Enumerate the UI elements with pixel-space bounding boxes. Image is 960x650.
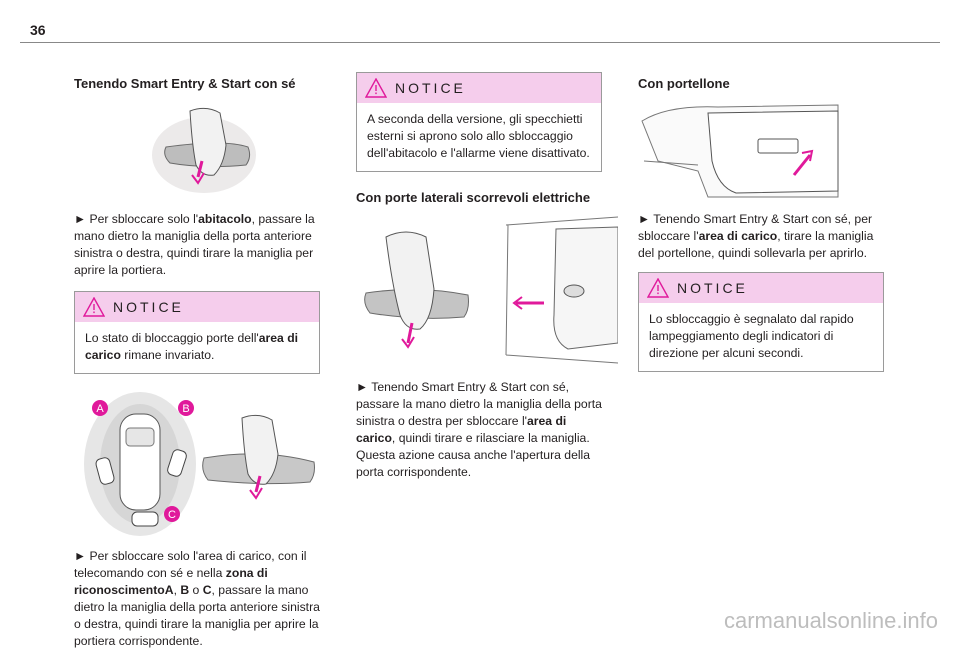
bold-run: area di carico <box>356 414 567 445</box>
notice-text: A seconda della versione, gli specchiett… <box>357 103 601 171</box>
instruction-tailgate: ► Tenendo Smart Entry & Start con sé, pe… <box>638 211 884 262</box>
warning-triangle-icon <box>83 297 105 317</box>
text-run: , <box>173 583 181 597</box>
notice-label: NOTICE <box>395 80 466 96</box>
column-1: Tenendo Smart Entry & Start con sé ► Per… <box>74 60 320 650</box>
text-run: A seconda della versione, gli specchiett… <box>367 112 590 160</box>
section-heading: Tenendo Smart Entry & Start con sé <box>74 76 296 91</box>
notice-header: NOTICE <box>75 292 319 322</box>
notice-box: NOTICE Lo stato di bloccaggio porte dell… <box>74 291 320 374</box>
column-2: NOTICE A seconda della versione, gli spe… <box>356 72 618 481</box>
page-number: 36 <box>30 22 46 38</box>
column-3: Con portellone ► Tenendo Smart Entry & S… <box>638 60 884 372</box>
bold-run: abitacolo <box>198 212 252 226</box>
notice-box: NOTICE A seconda della versione, gli spe… <box>356 72 602 172</box>
text-run: ► Per sbloccare solo l' <box>74 212 199 226</box>
text-run: ► Tenendo Smart Entry & Start con sé, pa… <box>356 380 602 428</box>
notice-header: NOTICE <box>357 73 601 103</box>
notice-label: NOTICE <box>113 299 184 315</box>
notice-text: Lo stato di bloccaggio porte dell'area d… <box>75 322 319 373</box>
notice-label: NOTICE <box>677 280 748 296</box>
warning-triangle-icon <box>647 278 669 298</box>
hand-handle-illustration <box>152 107 256 193</box>
header-rule <box>20 42 940 43</box>
sliding-door-illustration <box>364 215 618 365</box>
text-run: , tirare la maniglia del portellone, qui… <box>638 229 874 260</box>
section-heading: Con portellone <box>638 76 730 91</box>
text-run: Lo sbloccaggio è segnalato dal rapido la… <box>649 312 854 360</box>
text-run: rimane invariato. <box>120 348 215 362</box>
bold-run: B <box>180 583 190 597</box>
instruction-sliding-door: ► Tenendo Smart Entry & Start con sé, pa… <box>356 379 602 481</box>
tailgate-illustration <box>641 104 839 198</box>
zone-a-label: A <box>96 403 104 415</box>
notice-box: NOTICE Lo sbloccaggio è segnalato dal ra… <box>638 272 884 372</box>
notice-header: NOTICE <box>639 273 883 303</box>
text-run: ► Per sbloccare solo l'area di carico, c… <box>74 549 307 580</box>
zone-c-label: C <box>168 509 176 521</box>
bold-run: zona di riconoscimentoA <box>74 566 268 597</box>
text-run: , quindi tirare e rilasciare la maniglia… <box>356 431 591 479</box>
instruction-area-carico: ► Per sbloccare solo l'area di carico, c… <box>74 548 320 650</box>
text-run: o <box>189 583 203 597</box>
instruction-abitacolo: ► Per sbloccare solo l'abitacolo, passar… <box>74 211 320 279</box>
notice-text: Lo sbloccaggio è segnalato dal rapido la… <box>639 303 883 371</box>
bold-run: C <box>202 583 212 597</box>
bold-run: area di carico <box>698 229 778 243</box>
text-run: ► Tenendo Smart Entry & Start con sé, pe… <box>638 212 873 243</box>
section-heading: Con porte laterali scorrevoli elettriche <box>356 190 591 205</box>
text-run: Lo stato di bloccaggio porte dell' <box>85 331 259 345</box>
bold-run: area di carico <box>85 331 299 362</box>
text-run: , passare la mano dietro la maniglia del… <box>74 212 315 277</box>
zone-b-label: B <box>182 403 189 415</box>
recognition-zone-illustration: A B C <box>84 392 315 536</box>
warning-triangle-icon <box>365 78 387 98</box>
watermark: carmanualsonline.info <box>723 608 938 633</box>
